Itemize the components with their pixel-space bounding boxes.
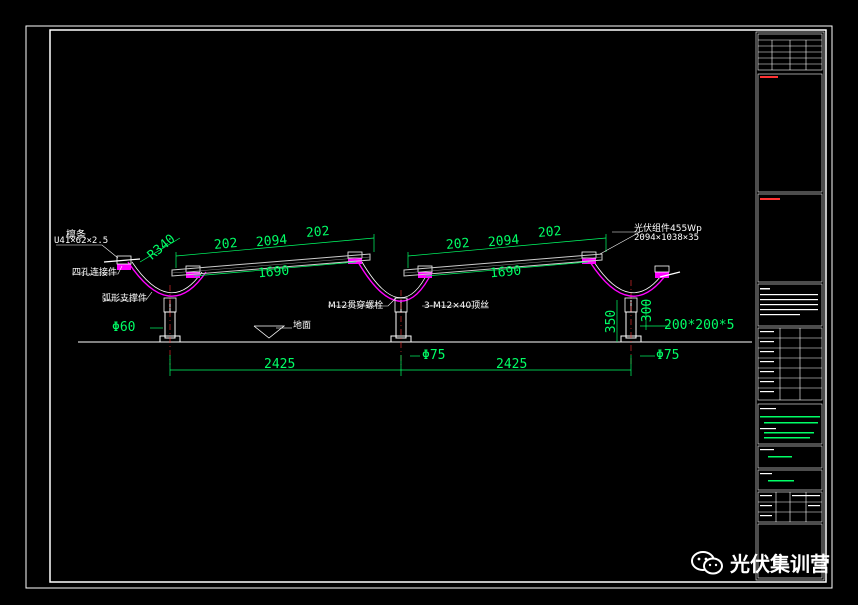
arc-brackets — [127, 261, 669, 302]
label-set-screw: 3-M12×40顶丝 — [424, 301, 490, 311]
pipe-sections — [163, 297, 638, 313]
pv-module-1 — [171, 253, 371, 277]
dim-1690-1: 1690 — [257, 263, 290, 282]
title-block-marks — [760, 76, 820, 517]
watermark-text: 光伏集训营 — [730, 552, 830, 576]
dim-phi60: Φ60 — [112, 320, 136, 335]
dimension-lines — [139, 234, 670, 376]
dim-2094-2: 2094 — [487, 232, 520, 251]
outer-sheet-border — [25, 25, 833, 589]
dim-phi75-right: Φ75 — [656, 348, 680, 363]
dim-300: 300 — [640, 298, 656, 323]
label-ground: 地面 — [293, 321, 312, 331]
leader-lines — [56, 231, 641, 329]
ground-symbol — [253, 325, 286, 339]
label-purlin: 檩条 — [66, 230, 86, 241]
dim-phi75-mid: Φ75 — [422, 348, 446, 363]
label-four-hole-connector: 四孔连接件 — [72, 268, 118, 278]
label-arc-bracket: 弧形支撑件 — [102, 294, 148, 304]
dim-2094-1: 2094 — [255, 232, 288, 251]
wechat-icon — [691, 550, 723, 574]
dim-202-1a: 202 — [213, 236, 239, 253]
label-purlin-spec: U41×62×2.5 — [54, 236, 109, 246]
label-pv-module: 光伏组件455Wp — [634, 224, 702, 234]
label-pv-module-size: 2094×1038×35 — [634, 233, 700, 243]
purlins — [103, 258, 681, 278]
dim-202-2b: 202 — [537, 224, 563, 241]
title-block — [755, 31, 825, 581]
dim-2425-1: 2425 — [264, 357, 296, 372]
dim-202-2a: 202 — [445, 236, 471, 253]
pv-module-2 — [403, 253, 603, 277]
dim-plate: 200*200*5 — [664, 318, 735, 333]
dim-202-1b: 202 — [305, 224, 331, 241]
dim-350: 350 — [604, 309, 620, 334]
dim-radius: R340 — [144, 231, 179, 264]
label-bolt: M12贯穿螺栓 — [328, 301, 384, 311]
watermark: 光伏集训营 — [690, 548, 830, 577]
dim-1690-2: 1690 — [489, 263, 522, 282]
drawing-frame — [49, 29, 827, 583]
dim-2425-2: 2425 — [496, 357, 528, 372]
